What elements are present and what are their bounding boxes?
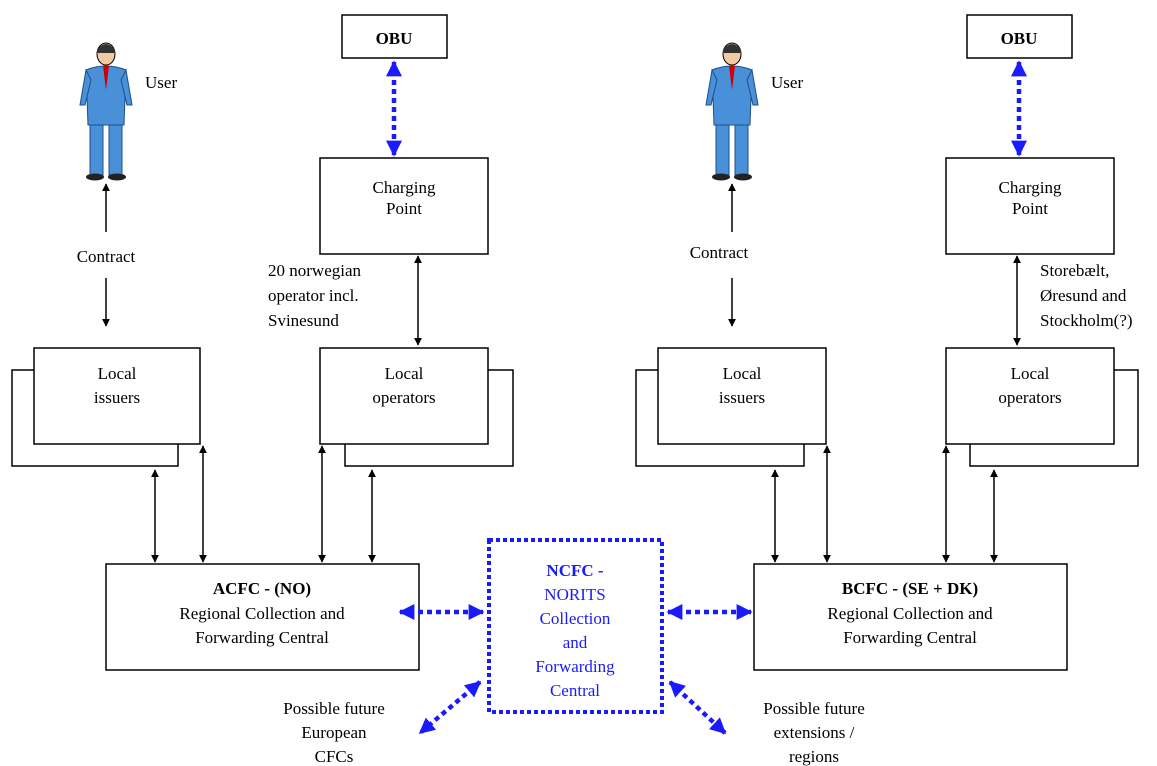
obu-box-left: [341, 14, 448, 59]
charging-point-box-right: [945, 157, 1115, 255]
issuers-label-left-2: issuers: [94, 388, 140, 407]
operators-box-right: [945, 347, 1115, 445]
ncfc-line-4: Forwarding: [535, 657, 615, 676]
issuers-label-left-1: Local: [98, 364, 137, 383]
user-label-right: User: [771, 73, 803, 92]
user-label-left: User: [145, 73, 177, 92]
operators-box-left: [319, 347, 489, 445]
contract-label-left: Contract: [77, 247, 136, 266]
bcfc-title: BCFC - (SE + DK): [842, 579, 978, 598]
operator-note-right-1: Storebælt,: [1040, 261, 1109, 280]
future-right-1: Possible future: [763, 699, 865, 718]
ncfc-line-1: NORITS: [544, 585, 605, 604]
charging-point-label-left-1: Charging: [373, 178, 436, 197]
acfc-line-2: Forwarding Central: [195, 628, 329, 647]
charging-point-label-right-1: Charging: [999, 178, 1062, 197]
dotted-link-ncfc-future-right: [668, 680, 727, 735]
acfc-line-1: Regional Collection and: [179, 604, 345, 623]
operators-label-left-2: operators: [372, 388, 435, 407]
operators-label-right-1: Local: [1011, 364, 1050, 383]
dotted-link-ncfc-future-left: [418, 680, 482, 735]
future-left-3: CFCs: [315, 747, 354, 766]
operator-note-left-1: 20 norwegian: [268, 261, 362, 280]
charging-point-label-right-2: Point: [1012, 199, 1048, 218]
future-left-1: Possible future: [283, 699, 385, 718]
obu-label-right: OBU: [1001, 29, 1038, 48]
operators-label-right-2: operators: [998, 388, 1061, 407]
obu-box-right: [966, 14, 1073, 59]
issuers-label-right-1: Local: [723, 364, 762, 383]
operator-note-right-2: Øresund and: [1040, 286, 1127, 305]
ncfc-title: NCFC -: [546, 561, 603, 580]
ncfc-line-2: Collection: [540, 609, 611, 628]
obu-label-left: OBU: [376, 29, 413, 48]
charging-point-label-left-2: Point: [386, 199, 422, 218]
ncfc-line-5: Central: [550, 681, 600, 700]
issuers-box-left: [33, 347, 201, 445]
user-figure-right: [705, 42, 759, 181]
operator-note-right-3: Stockholm(?): [1040, 311, 1133, 330]
future-right-3: regions: [789, 747, 839, 766]
ncfc-box: [487, 538, 664, 714]
charging-point-box-left: [319, 157, 489, 255]
user-figure-left: [79, 42, 133, 181]
acfc-box: [105, 563, 420, 671]
bcfc-line-1: Regional Collection and: [827, 604, 993, 623]
operator-note-left-2: operator incl.: [268, 286, 359, 305]
operators-label-left-1: Local: [385, 364, 424, 383]
acfc-title: ACFC - (NO): [213, 579, 311, 598]
operator-note-left-3: Svinesund: [268, 311, 339, 330]
future-left-2: European: [301, 723, 367, 742]
issuers-box-right: [657, 347, 827, 445]
ncfc-line-3: and: [563, 633, 588, 652]
future-right-2: extensions /: [774, 723, 855, 742]
contract-label-right: Contract: [690, 243, 749, 262]
issuers-label-right-2: issuers: [719, 388, 765, 407]
bcfc-line-2: Forwarding Central: [843, 628, 977, 647]
bcfc-box: [753, 563, 1068, 671]
